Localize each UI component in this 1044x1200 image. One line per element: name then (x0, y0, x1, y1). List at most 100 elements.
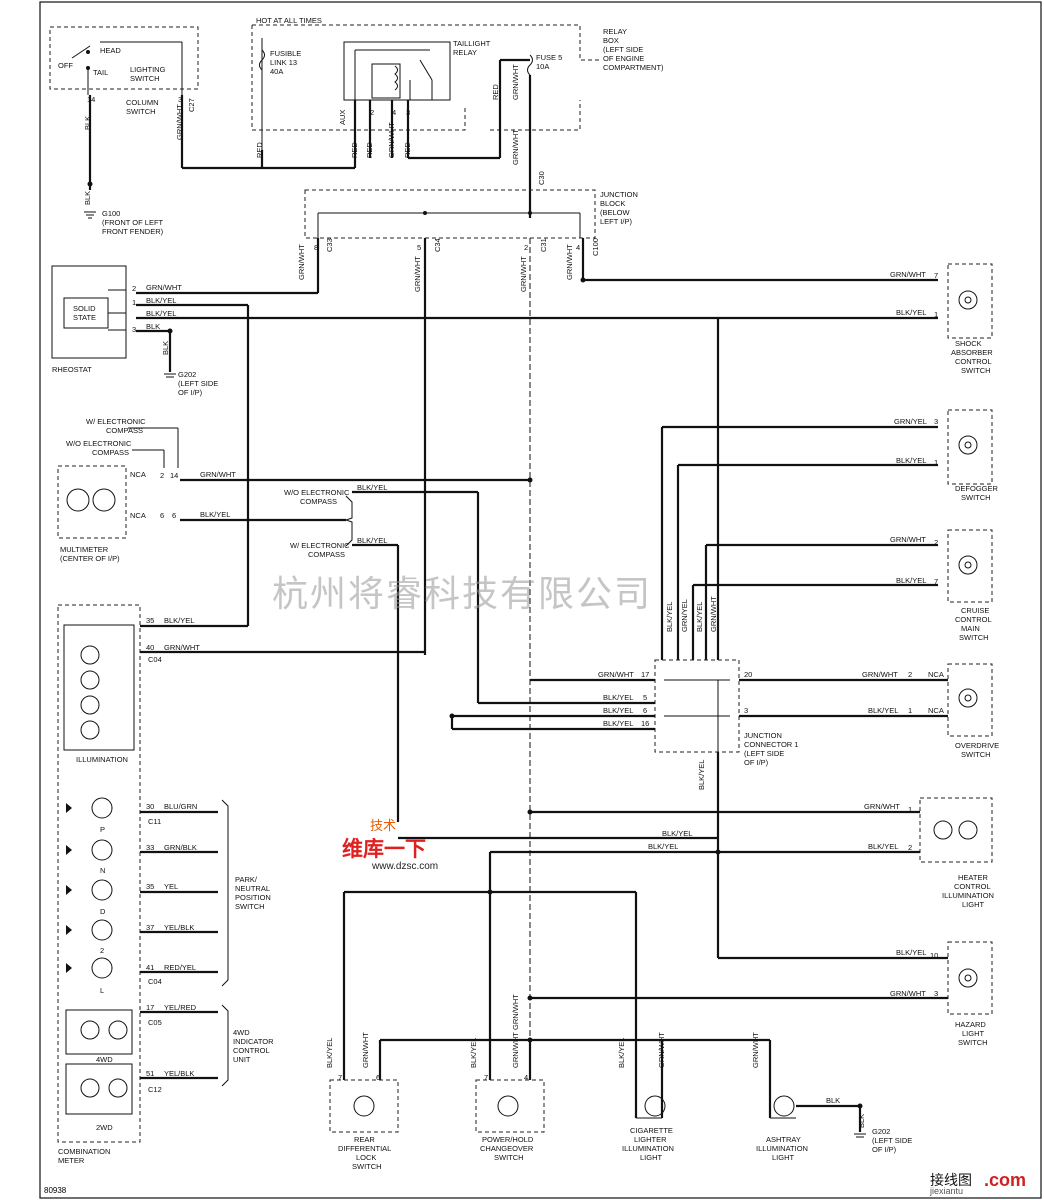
svg-text:2: 2 (524, 243, 528, 252)
svg-text:YEL/BLK: YEL/BLK (164, 923, 194, 932)
svg-text:4WD: 4WD (96, 1055, 113, 1064)
svg-text:RED/YEL: RED/YEL (164, 963, 196, 972)
svg-text:GRN/WHT: GRN/WHT (709, 596, 718, 632)
svg-text:ILLUMINATION: ILLUMINATION (942, 891, 994, 900)
svg-text:REAR: REAR (354, 1135, 375, 1144)
svg-text:40A: 40A (270, 67, 283, 76)
svg-text:GRN/WHT: GRN/WHT (598, 670, 634, 679)
svg-text:3: 3 (132, 325, 136, 334)
svg-text:C04: C04 (148, 655, 162, 664)
svg-text:6: 6 (160, 511, 164, 520)
svg-text:LEFT I/P): LEFT I/P) (600, 217, 632, 226)
svg-text:L: L (100, 986, 104, 995)
svg-text:MAIN: MAIN (961, 624, 980, 633)
svg-text:BLK/YEL: BLK/YEL (325, 1038, 334, 1068)
svg-text:BLK/YEL: BLK/YEL (603, 693, 633, 702)
fourwd-unit-label: 4WD (233, 1028, 250, 1037)
svg-text:BLK/YEL: BLK/YEL (896, 576, 926, 585)
svg-text:BLK: BLK (161, 341, 170, 355)
lighting-switch: OFF HEAD TAIL LIGHTING SWITCH (49, 26, 199, 95)
svg-text:BLK: BLK (83, 191, 92, 205)
svg-text:33: 33 (146, 843, 154, 852)
svg-text:BLK/YEL: BLK/YEL (603, 719, 633, 728)
svg-text:35: 35 (146, 616, 154, 625)
svg-text:6: 6 (172, 511, 176, 520)
svg-text:40: 40 (146, 643, 154, 652)
svg-text:3: 3 (178, 95, 182, 104)
svg-text:GRN/WHT: GRN/WHT (511, 994, 520, 1030)
svg-text:LIGHTING: LIGHTING (130, 65, 166, 74)
svg-text:FUSIBLE: FUSIBLE (270, 49, 301, 58)
svg-text:DEFOGGER: DEFOGGER (955, 484, 999, 493)
svg-text:OF I/P): OF I/P) (178, 388, 203, 397)
svg-text:SOLID: SOLID (73, 304, 96, 313)
svg-text:BLK: BLK (83, 116, 92, 130)
svg-text:YEL/BLK: YEL/BLK (164, 1069, 194, 1078)
svg-text:CONTROL: CONTROL (955, 357, 992, 366)
svg-text:BLOCK: BLOCK (600, 199, 625, 208)
svg-text:CHANGEOVER: CHANGEOVER (480, 1144, 534, 1153)
svg-text:BLK: BLK (826, 1096, 840, 1105)
svg-text:2: 2 (100, 946, 104, 955)
svg-text:(BELOW: (BELOW (600, 208, 631, 217)
svg-text:NCA: NCA (928, 670, 944, 679)
svg-text:3: 3 (744, 706, 748, 715)
svg-text:HEATER: HEATER (958, 873, 988, 882)
svg-text:C31: C31 (539, 238, 548, 252)
svg-text:14: 14 (87, 95, 95, 104)
svg-text:(LEFT SIDE: (LEFT SIDE (603, 45, 643, 54)
svg-text:BLK/YEL: BLK/YEL (697, 760, 706, 790)
svg-text:RED: RED (365, 142, 374, 158)
svg-text:BLK/YEL: BLK/YEL (357, 536, 387, 545)
svg-text:GRN/BLK: GRN/BLK (164, 843, 197, 852)
svg-text:POSITION: POSITION (235, 893, 271, 902)
svg-text:D: D (100, 907, 106, 916)
cruise-control-switch: 2 7 CRUISE CONTROL MAIN SWITCH (934, 529, 993, 642)
column-switch-label: COLUMN (126, 98, 159, 107)
svg-text:BLK/YEL: BLK/YEL (617, 1038, 626, 1068)
svg-text:LINK 13: LINK 13 (270, 58, 297, 67)
svg-text:RED: RED (403, 142, 412, 158)
svg-text:7: 7 (338, 1073, 342, 1082)
svg-text:30: 30 (146, 802, 154, 811)
svg-text:NEUTRAL: NEUTRAL (235, 884, 270, 893)
svg-text:SWITCH: SWITCH (352, 1162, 382, 1171)
svg-text:2: 2 (132, 284, 136, 293)
svg-text:COMPASS: COMPASS (300, 497, 337, 506)
svg-text:OF I/P): OF I/P) (744, 758, 769, 767)
svg-text:GRN/WHT: GRN/WHT (565, 244, 574, 280)
svg-text:GRN/WHT: GRN/WHT (164, 643, 200, 652)
g100-label: G100 (102, 209, 120, 218)
svg-text:CONTROL: CONTROL (954, 882, 991, 891)
svg-text:BLK: BLK (857, 1114, 866, 1128)
svg-text:LIGHTER: LIGHTER (634, 1135, 667, 1144)
svg-text:7: 7 (934, 271, 938, 280)
wo-compass-label: W/O ELECTRONIC (66, 439, 132, 448)
svg-text:BLK/YEL: BLK/YEL (868, 842, 898, 851)
svg-text:AUX: AUX (338, 110, 347, 125)
svg-text:COMPASS: COMPASS (308, 550, 345, 559)
heater-control-light: 1 2 HEATER CONTROL ILLUMINATION LIGHT (908, 797, 994, 909)
svg-text:17: 17 (641, 670, 649, 679)
combination-meter: ILLUMINATION P N D 2 L 4WD 2WD COMBINATI… (57, 604, 141, 1165)
svg-text:SWITCH: SWITCH (126, 107, 156, 116)
junction-connector-1: JUNCTION CONNECTOR 1 (LEFT SIDE OF I/P) (654, 659, 798, 767)
svg-text:2WD: 2WD (96, 1123, 113, 1132)
svg-text:FUSE 5: FUSE 5 (536, 53, 562, 62)
svg-text:GRN/WHT: GRN/WHT (864, 802, 900, 811)
svg-text:OF I/P): OF I/P) (872, 1145, 897, 1154)
svg-text:C33: C33 (325, 238, 334, 252)
svg-text:GRN/WHT: GRN/WHT (511, 129, 520, 165)
svg-text:(LEFT SIDE: (LEFT SIDE (872, 1136, 912, 1145)
svg-text:UNIT: UNIT (233, 1055, 251, 1064)
svg-text:1: 1 (934, 458, 938, 467)
svg-text:GRN/YEL: GRN/YEL (894, 417, 927, 426)
svg-text:GRN/WHT: GRN/WHT (413, 256, 422, 292)
svg-text:5: 5 (417, 243, 421, 252)
svg-text:2: 2 (370, 108, 374, 117)
diagram-border (39, 1, 1042, 1199)
svg-text:BLK/YEL: BLK/YEL (164, 616, 194, 625)
svg-text:GRN/WHT: GRN/WHT (297, 244, 306, 280)
svg-text:BLK/YEL: BLK/YEL (662, 829, 692, 838)
ashtray-light: ASHTRAY ILLUMINATION LIGHT (756, 1095, 808, 1162)
